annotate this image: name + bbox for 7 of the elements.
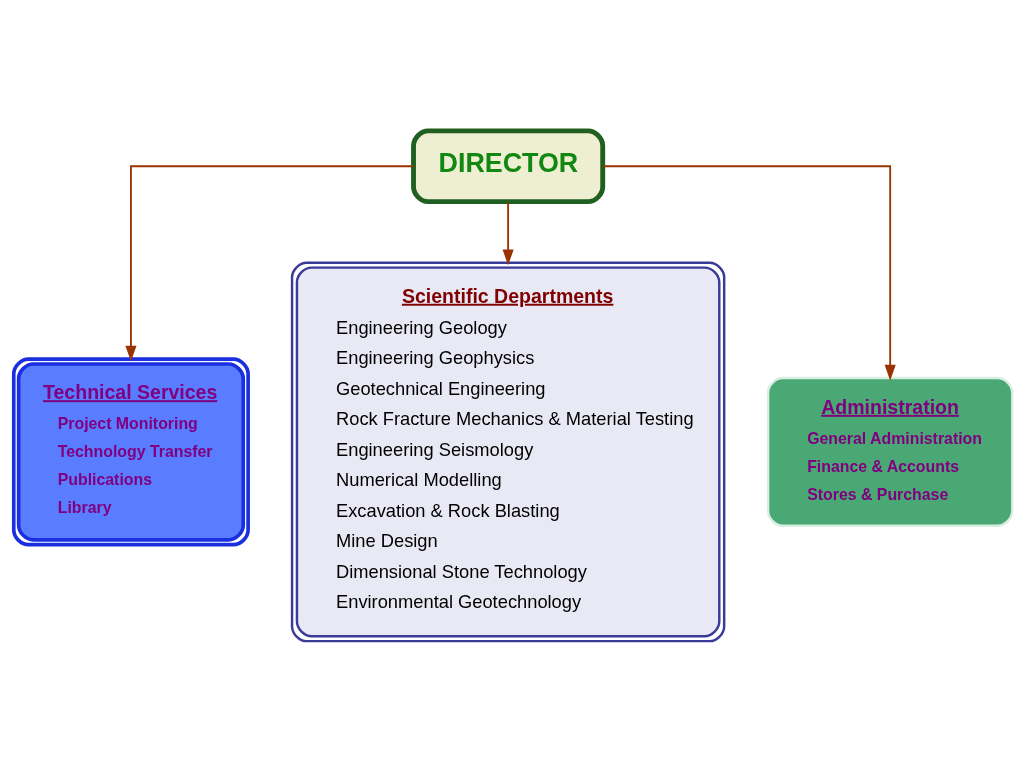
node-box: DIRECTOR bbox=[411, 127, 606, 204]
arrow bbox=[125, 164, 415, 362]
node-box: Scientific Departments Engineering Geology Engineering Geophysics Geotechnical Engineering Rock Fracture Mechanics & Material Testing Engineering Seismology Numerical Modelling Excavation & Rock Blasting Mine Design Dimensional Stone Technology Environmental Geotechnology bbox=[290, 261, 726, 642]
arrow bbox=[602, 164, 896, 381]
node-box: Technical Services Project Monitoring Technology Transfer Publications Library bbox=[11, 356, 250, 547]
arrow bbox=[502, 200, 514, 265]
node-box: Administration General Administration Finance & Accounts Stores & Purchase bbox=[766, 376, 1014, 527]
